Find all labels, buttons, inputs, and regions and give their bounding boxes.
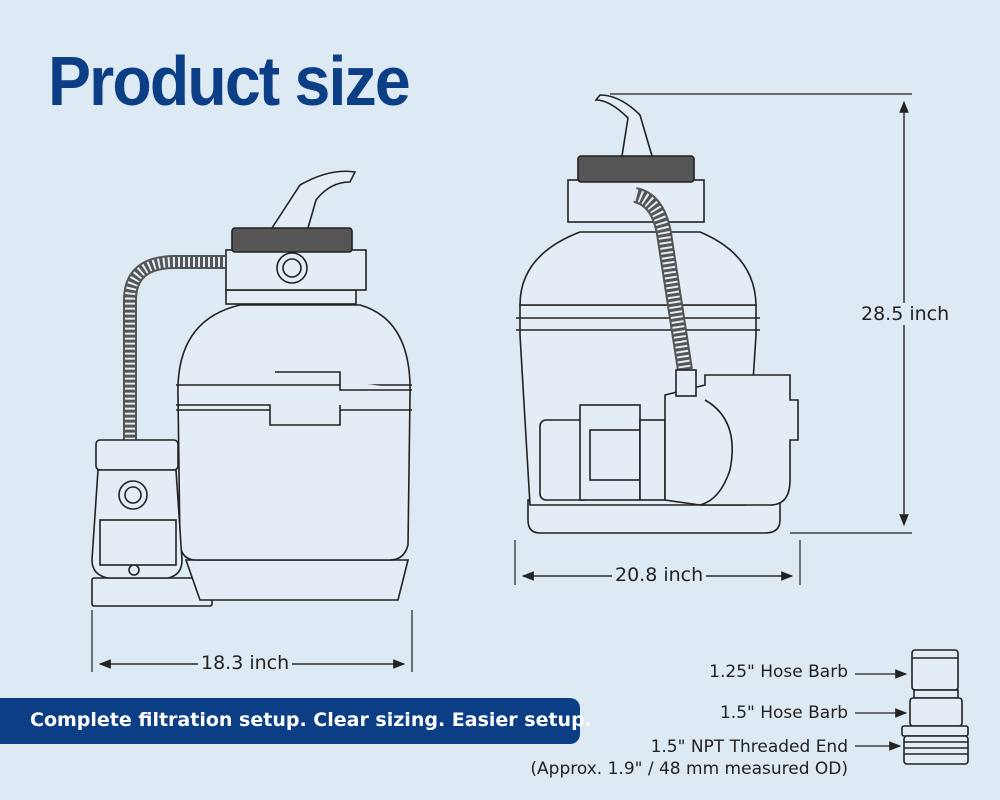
caption-banner (0, 698, 580, 744)
adapter-label-od-note: (Approx. 1.9" / 48 mm measured OD) (530, 759, 848, 779)
adapter-drawing (901, 649, 969, 765)
adapter-label-npt-end: 1.5" NPT Threaded End (650, 737, 848, 757)
page-title: Product size (48, 42, 411, 120)
dimension-height: 28.5 inch (858, 303, 953, 325)
right-filter-drawing (516, 94, 799, 534)
adapter-label-hose-barb-125: 1.25" Hose Barb (709, 662, 848, 682)
adapter-label-hose-barb-15: 1.5" Hose Barb (719, 703, 848, 723)
dimension-width-right: 20.8 inch (612, 564, 707, 586)
left-filter-drawing (91, 170, 412, 607)
caption-text: Complete filtration setup. Clear sizing.… (30, 709, 592, 731)
dimension-width-left: 18.3 inch (198, 652, 293, 674)
